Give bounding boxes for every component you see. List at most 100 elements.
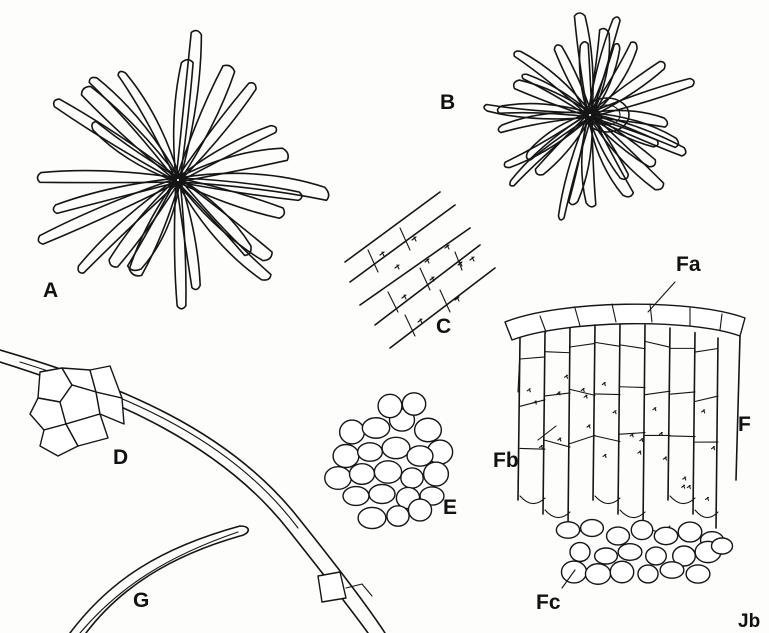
cell-mark: [581, 389, 584, 392]
label-g: G: [133, 590, 149, 611]
round-cell: [618, 544, 642, 561]
cell-septum: [595, 342, 620, 346]
cell-mark: [395, 265, 399, 269]
cell-mark: [603, 454, 606, 457]
figure-e-cell-cluster: [325, 393, 453, 529]
figure-c-elongated-cells: [345, 192, 495, 348]
round-cell: [424, 462, 449, 486]
label-a: A: [43, 280, 58, 301]
cell-septum: [595, 436, 620, 442]
round-cell: [610, 561, 633, 582]
cell-mark: [663, 457, 666, 460]
arm: [54, 99, 179, 182]
cell-septum: [670, 436, 695, 437]
round-cell: [333, 445, 359, 468]
cell-mark: [602, 383, 605, 386]
cell-septum: [545, 352, 570, 353]
cell-septum: [620, 387, 645, 388]
round-cell: [408, 499, 431, 521]
arm: [589, 113, 685, 156]
cell-mark: [638, 451, 641, 454]
cell-mark: [702, 410, 705, 413]
figure-fc-round-cells: [556, 520, 732, 585]
round-cell: [686, 565, 710, 583]
cell-wall: [593, 325, 595, 500]
label-fa: Fa: [676, 254, 701, 275]
round-cell: [343, 487, 369, 506]
cell-septum: [570, 343, 595, 347]
cell-septum: [520, 448, 545, 449]
cell-mark: [539, 446, 542, 449]
label-d: D: [113, 447, 128, 468]
cell-mark: [380, 252, 384, 256]
leader-line-fb: [538, 426, 556, 440]
label-jb: Jb: [738, 612, 760, 631]
round-cell: [340, 420, 365, 444]
cell-mark: [527, 389, 530, 392]
round-cell: [607, 527, 630, 545]
arm: [174, 60, 193, 180]
cell-mark: [418, 319, 422, 323]
cell-base: [545, 510, 570, 518]
cell-septum: [695, 396, 718, 401]
cell-septum: [570, 435, 595, 443]
cell-septum: [645, 391, 670, 395]
label-fb: Fb: [493, 450, 519, 471]
cell-septum: [545, 440, 570, 447]
cell-mark: [682, 485, 685, 488]
cell-base: [670, 496, 695, 504]
cell-base: [695, 510, 718, 518]
round-cell: [349, 464, 374, 485]
cell-base: [595, 496, 620, 504]
cell-mark: [630, 434, 633, 437]
round-cell: [369, 484, 395, 503]
cell-mark: [558, 438, 561, 441]
cell-septum: [670, 392, 695, 394]
cell-wall: [543, 333, 545, 514]
arm: [89, 77, 179, 181]
cell-mark: [584, 395, 587, 398]
round-cell: [402, 393, 425, 415]
cell-mark: [706, 497, 709, 500]
cell-wall: [693, 333, 695, 514]
round-cell: [638, 565, 658, 583]
round-cell: [556, 522, 579, 538]
label-b: B: [440, 92, 455, 113]
cell-septum: [620, 345, 645, 349]
cell-wall: [568, 328, 570, 528]
cell-mark: [533, 401, 536, 404]
round-cell: [595, 548, 618, 564]
cell-mark: [640, 439, 643, 442]
round-cell: [378, 394, 402, 417]
cell-septum: [520, 357, 545, 359]
round-cell: [358, 507, 386, 528]
round-cell: [711, 538, 732, 554]
cell-wall: [643, 325, 645, 528]
cell-mark: [565, 375, 568, 378]
figure-f-tissue-section: [505, 304, 745, 532]
arm: [176, 179, 271, 280]
cell-base: [520, 496, 545, 504]
round-cell: [325, 467, 352, 490]
cell-mark: [402, 295, 406, 299]
label-c: C: [436, 316, 451, 337]
label-f: F: [738, 414, 751, 435]
label-e: E: [443, 497, 457, 518]
round-cell: [654, 527, 677, 544]
cell-mark: [613, 411, 616, 414]
cell-wall: [618, 324, 620, 514]
round-cell: [401, 468, 423, 488]
figure-b-stellate-hair: [484, 13, 694, 220]
cell-mark: [430, 277, 434, 281]
label-fc: Fc: [536, 592, 561, 613]
cell-wall: [716, 338, 718, 528]
round-cell: [646, 547, 667, 565]
cell-mark: [712, 447, 715, 450]
cell-mark: [687, 486, 690, 489]
cell-mark: [470, 257, 474, 261]
round-cell: [660, 562, 684, 578]
cell-base: [620, 510, 645, 518]
cell-wall: [668, 328, 670, 500]
round-cell: [631, 520, 652, 539]
